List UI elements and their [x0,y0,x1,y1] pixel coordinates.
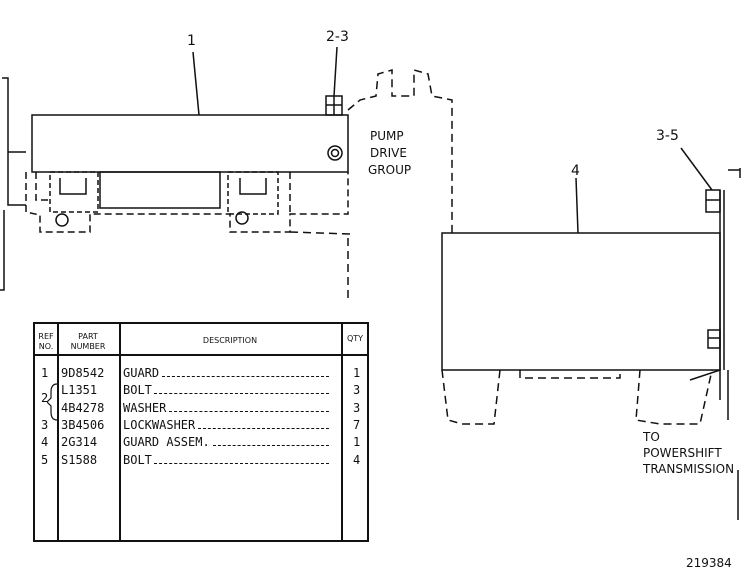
row-part-number: L1351 [61,383,98,398]
row-description: BOLT [123,383,152,398]
callout-2-3: 2-3 [326,29,349,45]
row-description: WASHER [123,400,167,415]
row-ref: 3 [41,417,49,432]
row-part-number: S1588 [61,452,98,467]
row-ref: 1 [41,366,49,380]
row-part-number: 2G314 [61,435,98,450]
row-ref: 5 [41,452,49,467]
row-description: LOCKWASHER [123,417,196,432]
row-qty: 3 [353,383,361,398]
row-ref: 4 [41,435,49,450]
row-part-number: 4B4278 [61,400,105,415]
pump-inner-center [99,171,221,209]
left-frame-line [0,77,26,291]
header-ref-no: REF NO. [38,332,54,351]
pump-drive-label-line3: GROUP [368,163,412,177]
guard-1-bolt-hole [327,145,343,161]
pump-housing-dashed [25,172,349,233]
row-leader-dashes [154,393,329,395]
row-qty: 4 [353,452,361,467]
bolt-3-5-upper [705,189,721,213]
row-part-number: 9D8542 [61,366,105,380]
transmission-label-line3: TRANSMISSION [643,462,735,476]
pump-drive-housing [347,69,453,234]
row-leader-dashes [198,427,329,429]
row-description: GUARD [123,366,160,380]
leader-1 [192,51,200,116]
row-leader-dashes [168,410,329,412]
row-qty: 3 [353,400,361,415]
header-part-number: PART NUMBER [70,332,106,351]
leader-4 [575,177,579,234]
row-part-number: 3B4506 [61,417,105,432]
transmission-housing-dashed [441,369,713,425]
row-description: GUARD ASSEM. [123,435,210,450]
group-bracket [47,383,58,421]
callout-1: 1 [187,33,196,49]
guard-assembly-4 [441,232,721,371]
callout-4: 4 [571,163,580,179]
figure-number: 219384 [686,556,732,570]
header-qty: QTY [346,334,364,343]
group-ref-2: 2 [41,391,49,405]
leader-3-5 [680,147,713,191]
right-frame-line [727,168,741,520]
pump-drive-label-line2: DRIVE [370,146,407,160]
row-qty: 1 [353,435,361,450]
row-leader-dashes [154,462,329,464]
pump-drive-label-line1: PUMP [370,129,404,143]
pump-inner-left [49,171,99,213]
row-qty: 1 [353,366,361,380]
bolt-3-5-lower [707,329,721,349]
leader-2-3 [333,46,338,97]
transmission-label-line2: POWERSHIFT [643,446,722,460]
pump-inner-right [227,171,279,215]
transmission-label-line1: TO [643,430,660,444]
row-qty: 7 [353,417,361,432]
header-description: DESCRIPTION [202,336,258,345]
guard-1-body [31,114,349,173]
row-leader-dashes [212,445,329,447]
row-description: BOLT [123,452,152,467]
row-leader-dashes [161,376,329,377]
callout-3-5: 3-5 [656,128,679,144]
